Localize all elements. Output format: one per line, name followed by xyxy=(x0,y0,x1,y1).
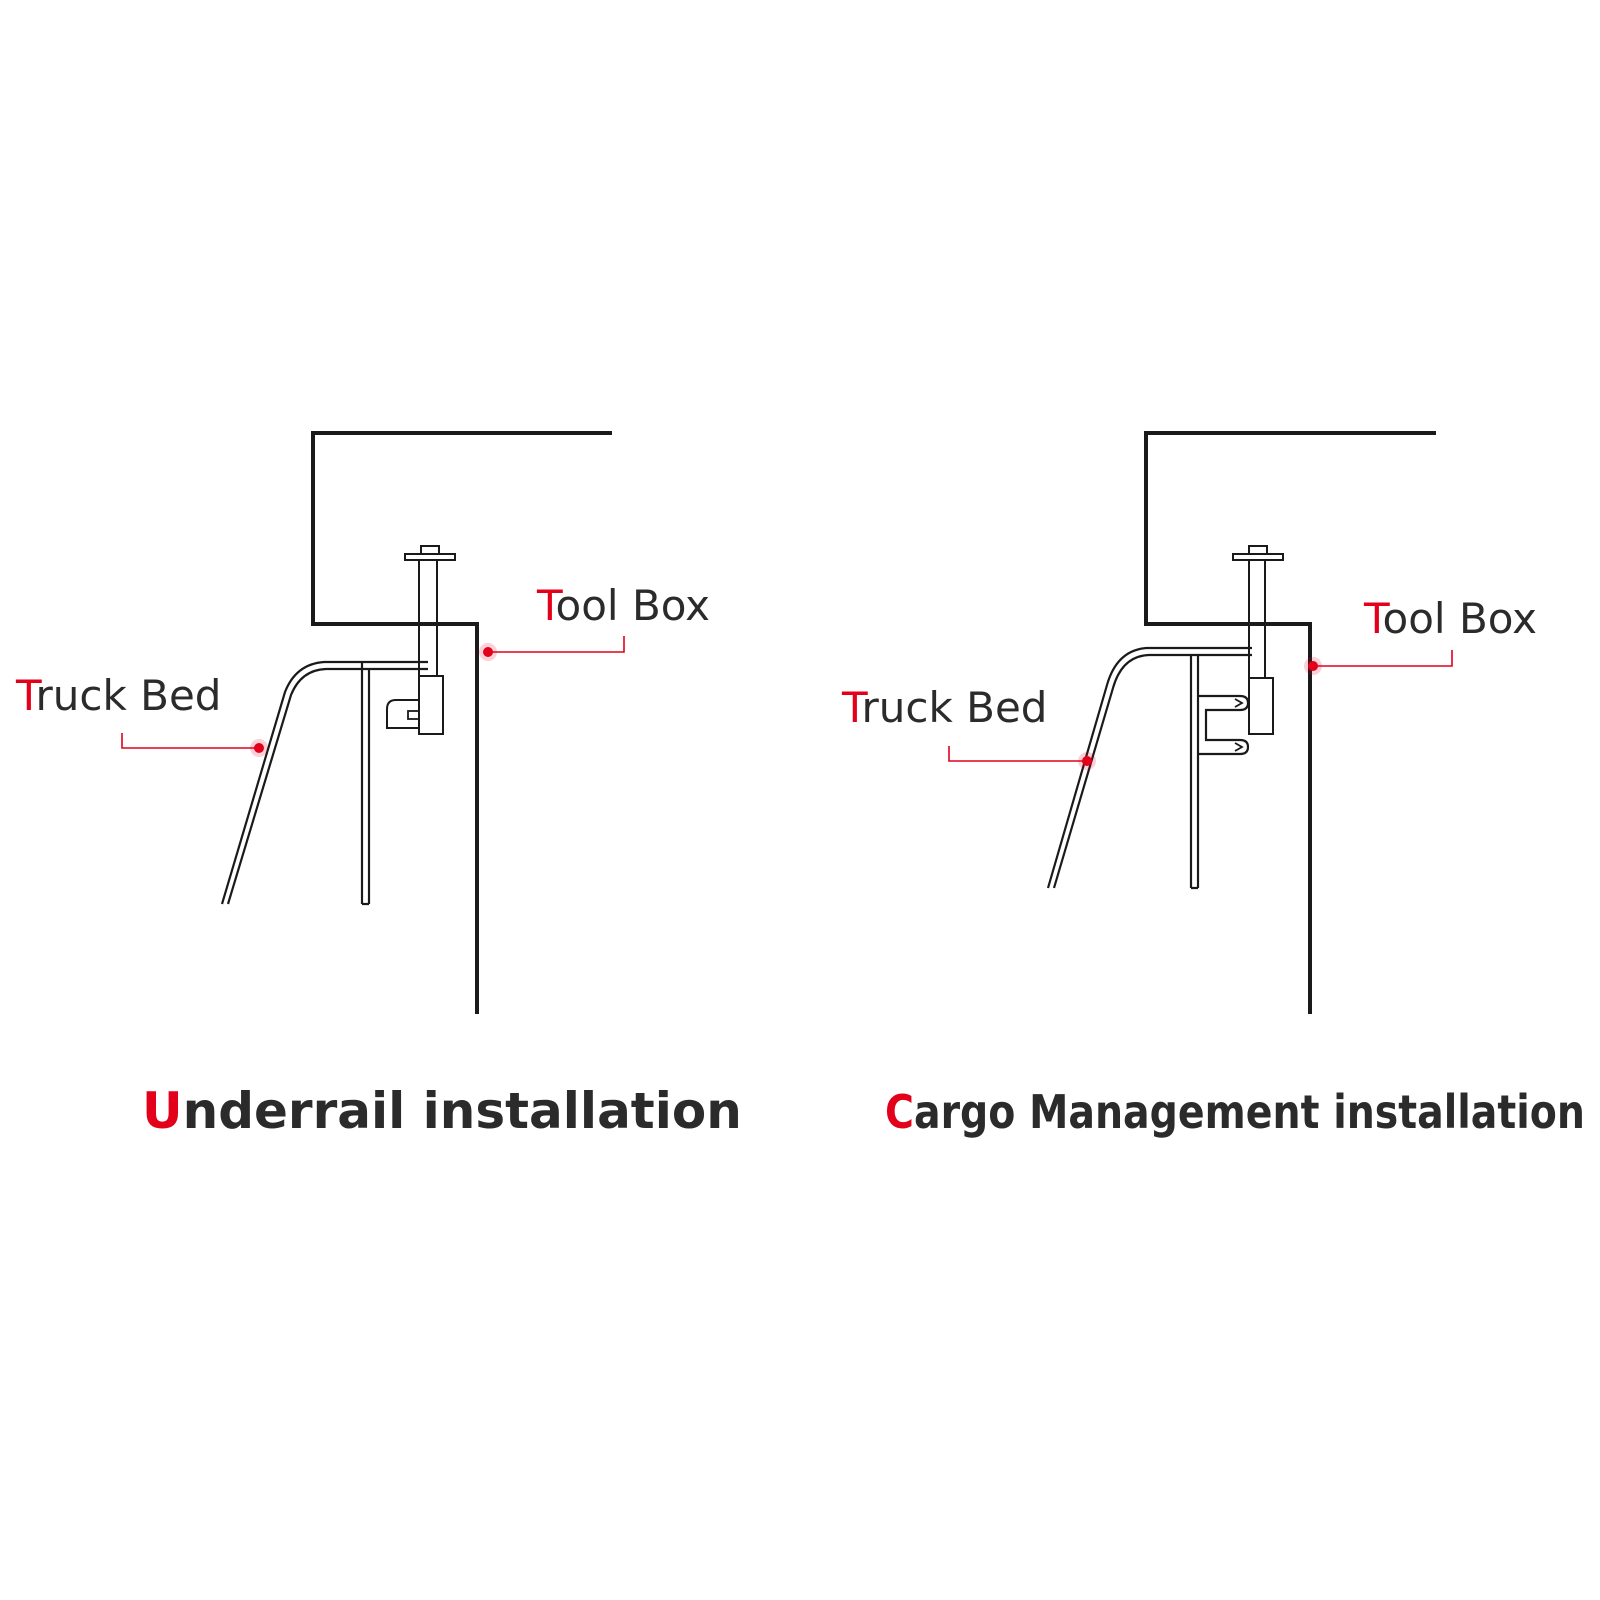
truckbed-rail xyxy=(1046,646,1252,889)
rail-stem xyxy=(1189,655,1200,890)
toolbox-label-rest: ool Box xyxy=(556,581,711,630)
truckbed-rail-inner xyxy=(226,667,428,905)
truckbed-rail xyxy=(220,660,428,905)
toolbox-leader xyxy=(1313,650,1453,667)
clamp-bracket-icon xyxy=(1248,677,1274,735)
toolbox-outline xyxy=(1144,431,1436,1014)
cargo-caption-initial: C xyxy=(885,1085,914,1139)
truckbed-label-rest: ruck Bed xyxy=(861,683,1047,732)
bolt-icon xyxy=(404,545,456,676)
toolbox-label: Tool Box xyxy=(536,581,710,630)
truckbed-label-rest: ruck Bed xyxy=(35,671,221,720)
cargo-caption-rest: argo Management installation xyxy=(914,1085,1585,1139)
truckbed-rail-inner xyxy=(1052,653,1252,889)
toolbox-leader-dot xyxy=(483,647,493,657)
truckbed-leader-dot xyxy=(1082,756,1092,766)
cargo-management-diagram: Tool Box Truck Bed Cargo Management inst… xyxy=(841,431,1585,1139)
rail-stem xyxy=(360,662,371,906)
truckbed-label: Truck Bed xyxy=(15,671,221,720)
toolbox-label: Tool Box xyxy=(1363,594,1537,643)
cargo-management-caption: Cargo Management installation xyxy=(885,1085,1585,1139)
toolbox-outline xyxy=(311,431,612,1014)
underrail-caption-initial: U xyxy=(142,1082,183,1140)
clamp-bracket-icon xyxy=(386,675,444,735)
truckbed-leader xyxy=(948,746,1087,762)
toolbox-leader-dot xyxy=(1308,661,1318,671)
truckbed-label: Truck Bed xyxy=(841,683,1047,732)
cargo-channel xyxy=(1198,694,1250,756)
truckbed-leader xyxy=(121,733,259,749)
toolbox-label-rest: ool Box xyxy=(1383,594,1538,643)
underrail-caption-rest: nderrail installation xyxy=(183,1082,742,1140)
underrail-diagram: Tool Box Truck Bed Underrail installatio… xyxy=(15,431,742,1140)
toolbox-leader xyxy=(488,636,625,653)
underrail-caption: Underrail installation xyxy=(142,1082,742,1140)
truckbed-leader-dot xyxy=(254,743,264,753)
bolt-icon xyxy=(1232,545,1284,678)
